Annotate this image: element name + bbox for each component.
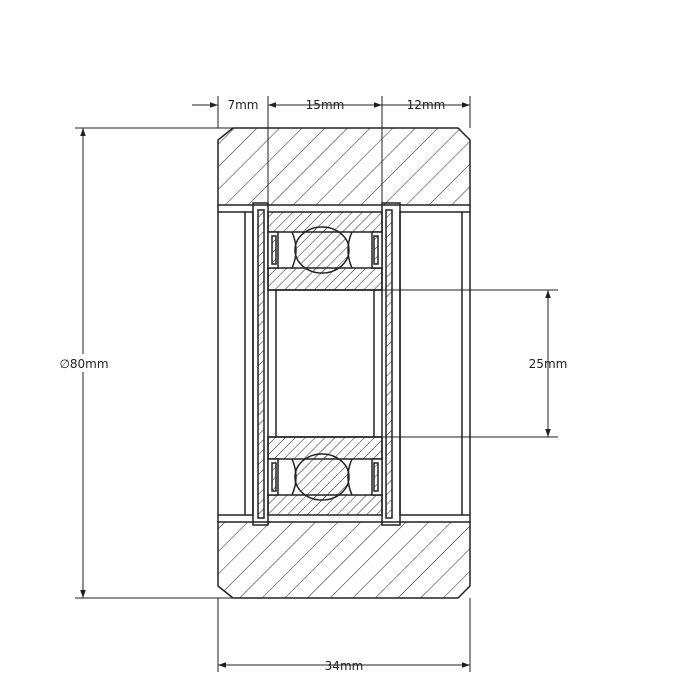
- dim-center-width: 15mm: [306, 98, 345, 112]
- left-retaining-plate: [244, 202, 269, 526]
- inner-sleeve: [268, 289, 382, 438]
- right-retaining-plate: [381, 202, 463, 526]
- dim-bore: 25mm: [529, 357, 568, 371]
- bearing-top: [267, 211, 383, 291]
- dim-total-width: 34mm: [325, 659, 364, 673]
- extension-lines: [75, 96, 558, 672]
- diameter-label-bg: [59, 354, 109, 372]
- dim-outer-diameter: ∅80mm: [59, 357, 108, 371]
- bearing-bottom: [267, 436, 383, 516]
- dim-right-width: 12mm: [407, 98, 446, 112]
- wheel-body: [217, 127, 471, 599]
- dim-left-width: 7mm: [227, 98, 258, 112]
